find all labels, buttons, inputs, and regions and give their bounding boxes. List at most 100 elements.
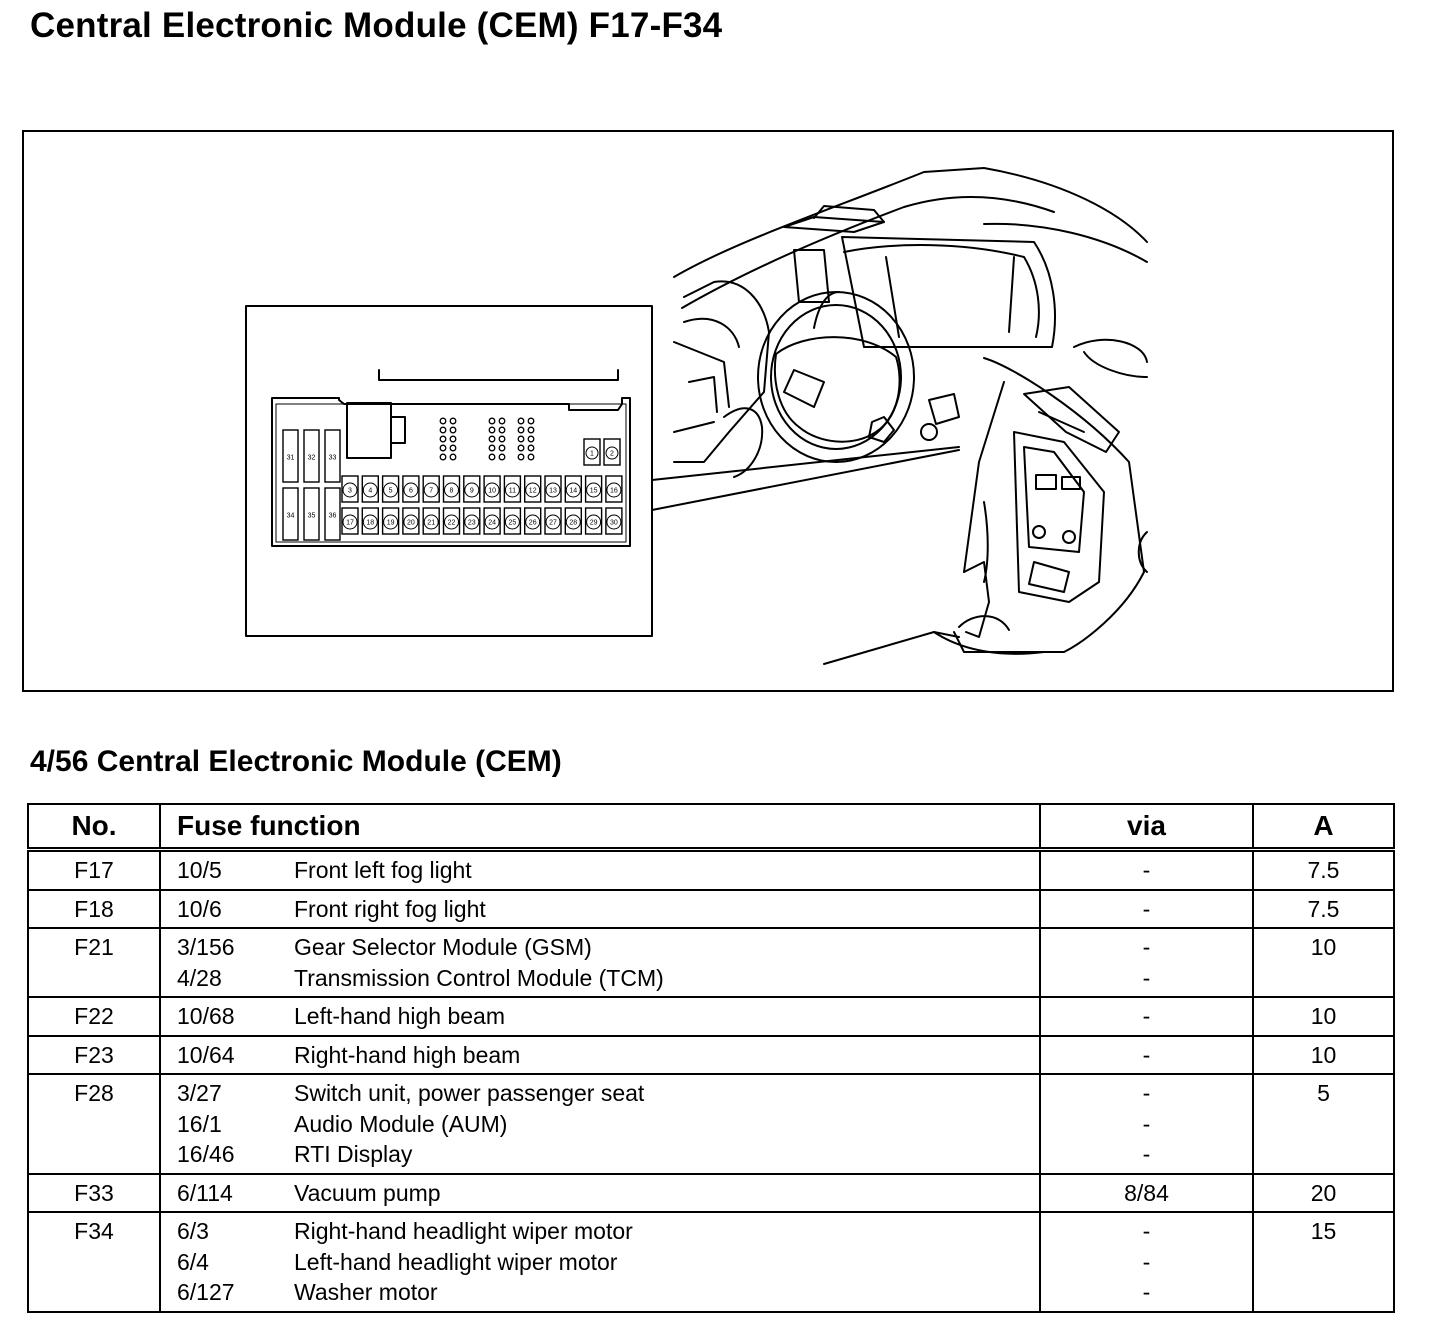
via-value: -: [1142, 895, 1151, 922]
fuse-number: F18: [27, 889, 161, 928]
fuse-slot-27-label: 27: [549, 520, 557, 527]
via-value: -: [1142, 934, 1151, 960]
header-amp: A: [1252, 803, 1395, 852]
fuse-slot-16: 16: [605, 475, 623, 503]
fuse-slot-25: 25: [503, 507, 522, 535]
fuse-code: 16/46: [177, 1141, 235, 1167]
via-value: -: [1142, 964, 1151, 991]
amperage: 7.5: [1252, 849, 1395, 890]
fuse-slot-24-label: 24: [488, 520, 496, 527]
fuse-description: Washer motor: [294, 1279, 438, 1305]
fuse-slot-23: 23: [463, 507, 481, 535]
fuse-function-cell: 10/68 Left-hand high beam: [159, 997, 1041, 1036]
fuse-slot-17-label: 17: [346, 520, 354, 527]
amperage: 10: [1252, 928, 1395, 997]
fuse-slot-7: 7: [422, 475, 440, 503]
fuse-number: F33: [27, 1173, 161, 1212]
via-value: -: [1142, 857, 1151, 883]
fuse-slot-3-label: 3: [348, 488, 352, 495]
via-value: 8/84: [1124, 1179, 1169, 1206]
fuse-slot-10-label: 10: [488, 488, 496, 495]
fuse-slot-5: 5: [381, 475, 400, 503]
via-cell: - - -: [1039, 1074, 1254, 1174]
leader-line-upper: [651, 446, 960, 481]
fuse-slot-16-label: 16: [610, 488, 618, 495]
fuse-slot-31-label: 31: [287, 455, 295, 462]
fuse-slot-2-label: 2: [610, 451, 614, 458]
fuse-slot-22-label: 22: [448, 520, 456, 527]
fuse-code: 3/156: [177, 934, 235, 960]
fuse-slot-36-label: 36: [329, 513, 337, 520]
fuse-description: Right-hand headlight wiper motor: [294, 1218, 633, 1244]
table-header-row: No. Fuse function via A: [27, 803, 1395, 852]
fuse-code: 3/27: [177, 1080, 222, 1106]
fuse-slot-13-label: 13: [549, 488, 557, 495]
fuse-description: Front right fog light: [294, 895, 486, 922]
fuse-slot-13: 13: [544, 475, 562, 503]
fuse-number: F21: [27, 928, 161, 997]
amperage: 10: [1252, 997, 1395, 1036]
fuse-slot-33: 33: [324, 429, 341, 483]
fuse-description: Front left fog light: [294, 857, 472, 883]
via-value: -: [1142, 1248, 1151, 1275]
fuse-slot-15: 15: [584, 475, 603, 503]
fuse-description: Right-hand high beam: [294, 1041, 521, 1068]
fuse-slot-18-label: 18: [366, 520, 374, 527]
fuse-description: Left-hand headlight wiper motor: [294, 1248, 618, 1275]
header-no: No.: [27, 803, 161, 852]
fuse-slot-12-label: 12: [529, 488, 537, 495]
via-value: -: [1142, 1279, 1151, 1305]
fuse-slot-35-label: 35: [308, 513, 316, 520]
fuse-slot-9-label: 9: [470, 488, 474, 495]
fuse-code: 4/28: [177, 964, 222, 991]
fuse-slot-30-label: 30: [610, 520, 618, 527]
via-cell: - -: [1039, 928, 1254, 997]
fuse-description: Vacuum pump: [294, 1179, 441, 1206]
fuse-code: 10/68: [177, 1003, 235, 1029]
fuse-slot-26: 26: [524, 507, 542, 535]
amperage: 5: [1252, 1074, 1395, 1174]
fuse-slot-25-label: 25: [509, 520, 517, 527]
fuse-slot-20-label: 20: [407, 520, 415, 527]
fuse-slot-29: 29: [584, 507, 603, 535]
vent-grids: [439, 417, 535, 461]
fuse-number: F34: [27, 1212, 161, 1312]
fuse-slot-1: 1: [583, 438, 601, 466]
fuse-code: 10/64: [177, 1041, 235, 1068]
fuse-slot-36: 36: [324, 487, 341, 541]
amperage: 15: [1252, 1212, 1395, 1312]
fuse-slot-32-label: 32: [308, 455, 316, 462]
header-function: Fuse function: [159, 803, 1041, 852]
fuse-slot-2: 2: [603, 438, 621, 466]
leader-line-lower: [651, 449, 960, 511]
via-value: -: [1142, 1003, 1151, 1029]
fuse-code: 10/5: [177, 857, 222, 883]
via-cell: -: [1039, 1035, 1254, 1074]
fuse-slot-3: 3: [341, 475, 359, 503]
fuse-slot-17: 17: [341, 507, 359, 535]
fuse-slot-28: 28: [564, 507, 582, 535]
fuse-function-cell: 10/5 Front left fog light: [159, 849, 1041, 890]
fuse-slot-4-label: 4: [368, 488, 372, 495]
fuse-slot-27: 27: [544, 507, 562, 535]
fuse-slot-34-label: 34: [287, 513, 295, 520]
dashboard-illustration: [673, 167, 1148, 665]
fuse-description: Left-hand high beam: [294, 1003, 505, 1029]
fuse-code: 6/4: [177, 1248, 209, 1275]
fuse-slot-9: 9: [463, 475, 481, 503]
fuse-slot-6-label: 6: [409, 488, 413, 495]
fuse-code: 6/127: [177, 1279, 235, 1305]
fuse-box-outline: [271, 397, 631, 547]
fuse-slot-24: 24: [483, 507, 501, 535]
fuse-slot-22: 22: [442, 507, 461, 535]
